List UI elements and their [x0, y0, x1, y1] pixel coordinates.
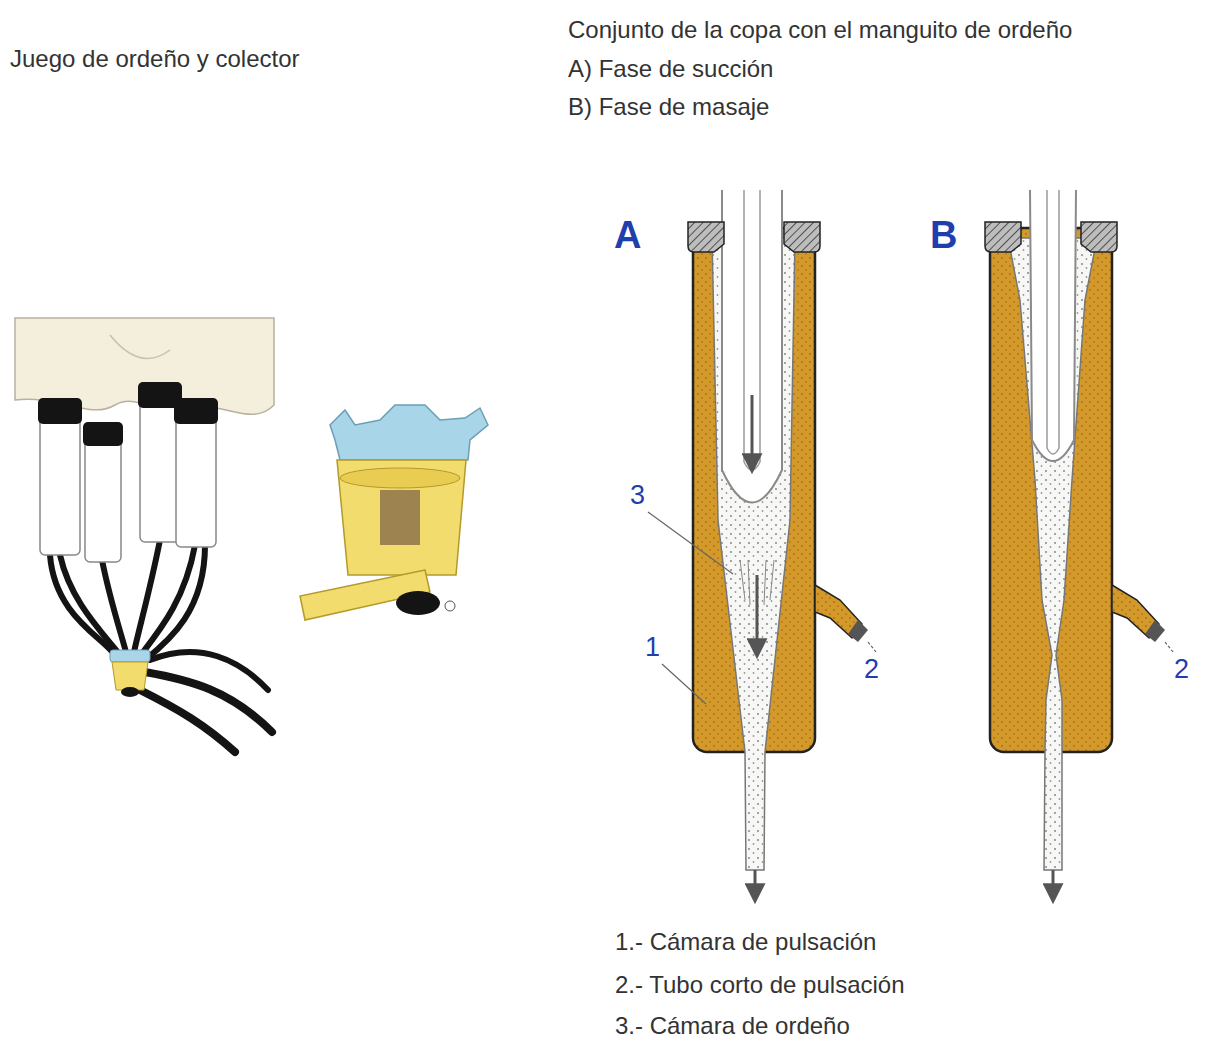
leader-line — [648, 512, 733, 574]
teat — [722, 190, 782, 503]
heading: Juego de ordeño y colector — [10, 45, 300, 73]
cup-head — [688, 222, 724, 252]
phase-letter: B — [930, 214, 957, 258]
callout-number: 2 — [1174, 654, 1189, 685]
callout-number: 2 — [864, 654, 879, 685]
legend-text: 1.- Cámara de pulsación — [615, 928, 876, 956]
short-milk-tubes — [50, 540, 205, 660]
legend-text: 2.- Tubo corto de pulsación — [615, 971, 905, 999]
callout-number: 3 — [630, 480, 645, 511]
collector-detail — [300, 405, 488, 620]
heading: Conjunto de la copa con el manguito de o… — [568, 16, 1072, 44]
subheading: B) Fase de masaje — [568, 93, 769, 121]
phase-letter: A — [614, 214, 641, 258]
milking-cluster — [15, 318, 274, 752]
callout-number: 1 — [645, 632, 660, 663]
collector-small — [110, 650, 150, 697]
teat-cup-A — [648, 190, 876, 900]
subheading: A) Fase de succión — [568, 55, 773, 83]
long-hoses — [140, 652, 272, 752]
legend-text: 3.- Cámara de ordeño — [615, 1012, 850, 1040]
teat-cups — [38, 382, 218, 562]
teat-cup-B — [985, 190, 1173, 900]
